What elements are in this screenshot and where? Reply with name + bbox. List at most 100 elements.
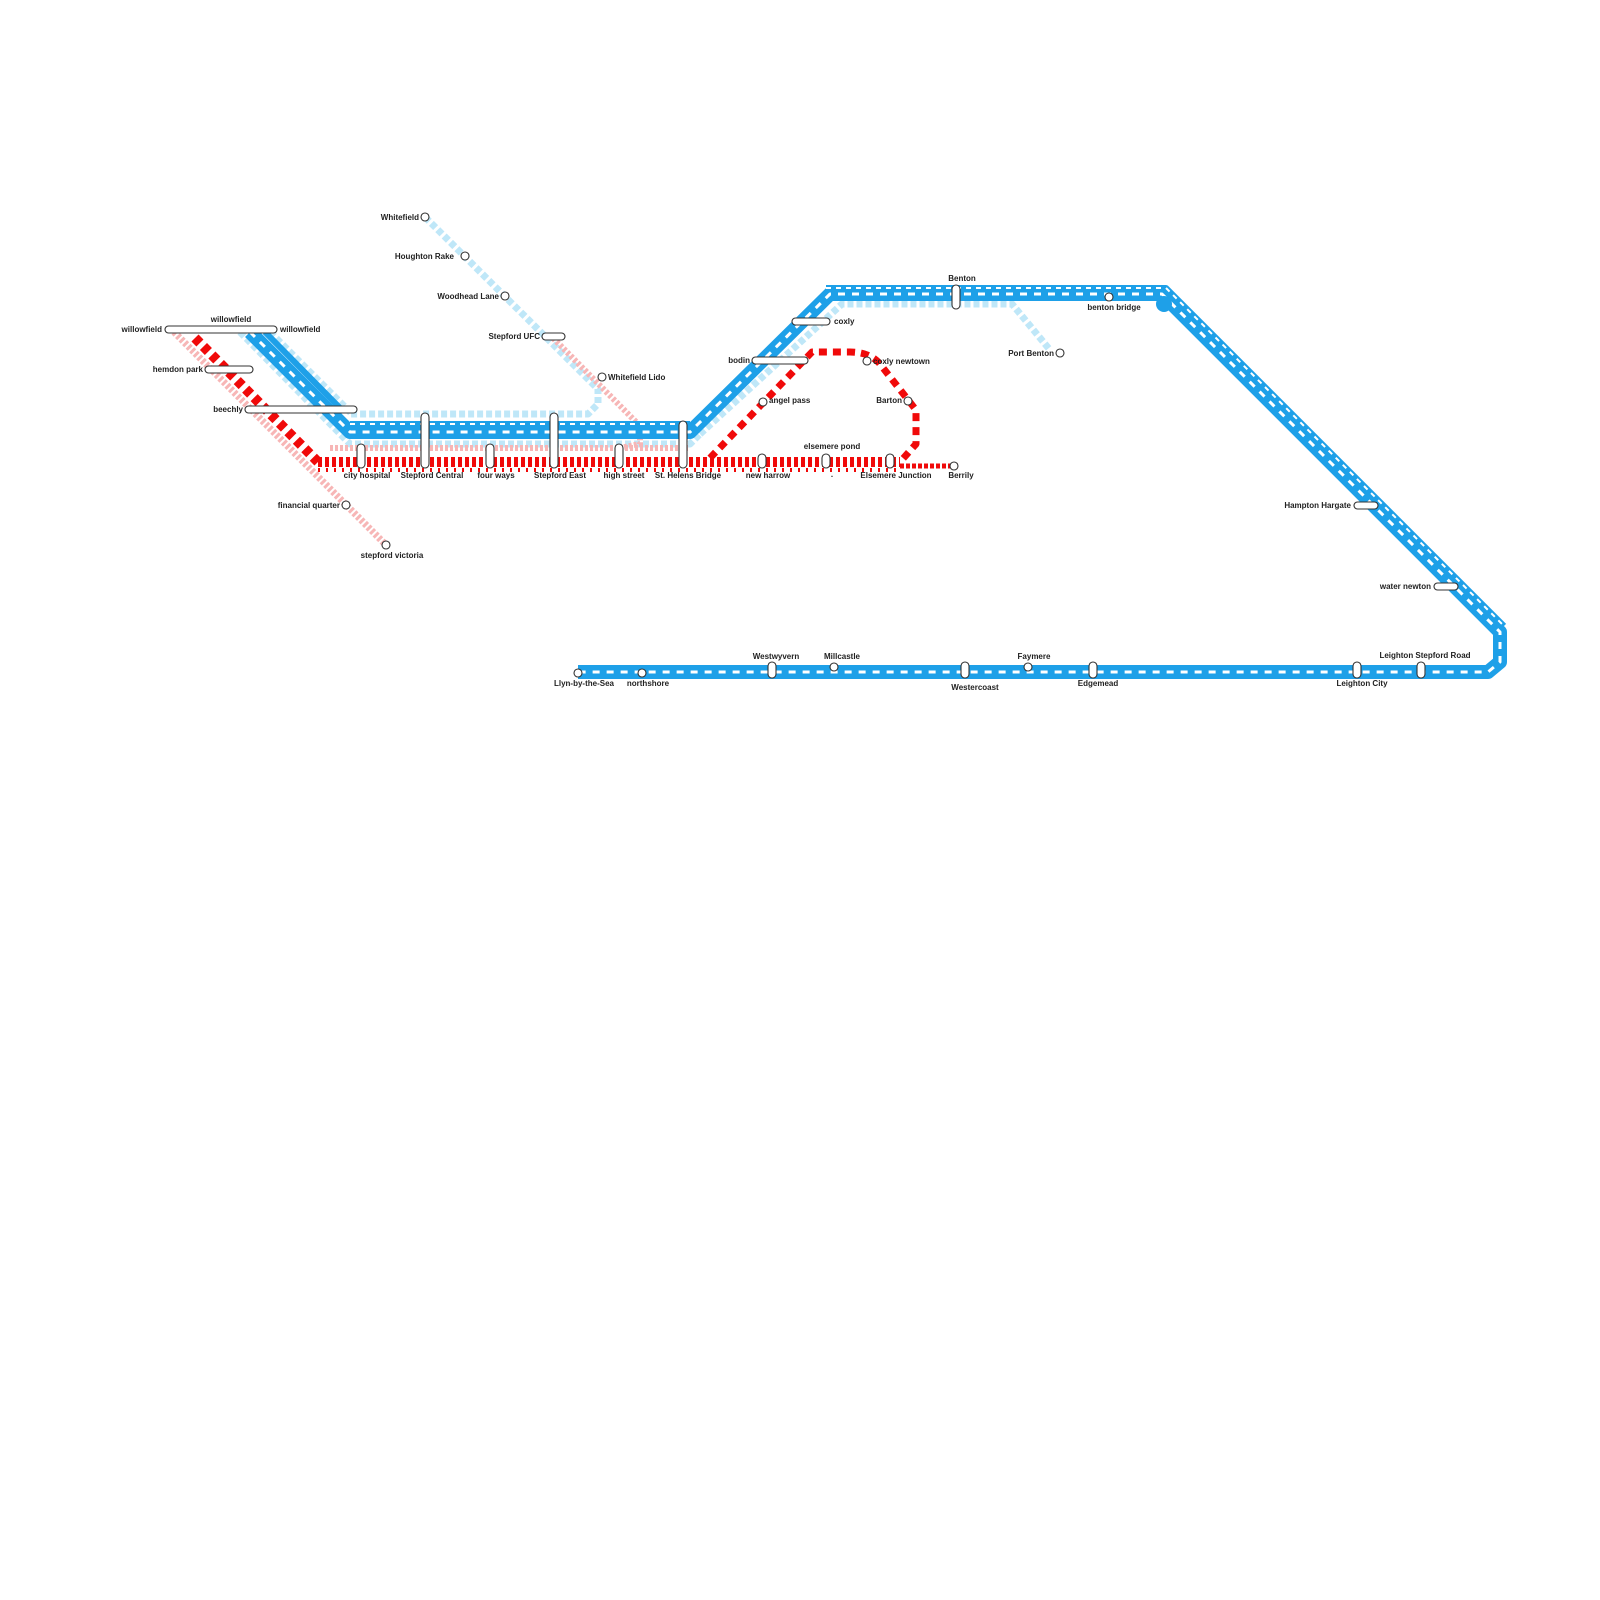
station-marker	[821, 453, 831, 469]
station-label: high street	[604, 471, 645, 480]
station-label: Leighton Stepford Road	[1379, 651, 1470, 660]
station-high-street[interactable]: high street	[604, 443, 645, 480]
station-marker	[1433, 582, 1459, 591]
station-stepford-ufc[interactable]: Stepford UFC	[488, 332, 566, 341]
station-marker	[500, 291, 510, 301]
station-woodhead-lane[interactable]: Woodhead Lane	[437, 291, 510, 301]
station-benton-bridge[interactable]: benton bridge	[1087, 292, 1141, 312]
station-beechly[interactable]: beechly	[213, 405, 358, 414]
station-berrily[interactable]: Berrily	[948, 461, 974, 480]
station-label: Whitefield	[381, 213, 419, 222]
station-angel-pass[interactable]: angel pass	[758, 396, 811, 407]
station-new-harrow[interactable]: new harrow	[746, 453, 791, 480]
station-label: Berrily	[948, 471, 974, 480]
station-westercoast[interactable]: Westercoast	[951, 661, 999, 692]
station-label-top: willowfield	[210, 315, 252, 324]
station-marker	[767, 661, 777, 679]
station-marker	[356, 443, 366, 469]
station-marker	[1352, 661, 1362, 679]
station-label: Llyn-by-the-Sea	[554, 679, 615, 688]
station-marker	[1353, 501, 1379, 510]
station-marker	[485, 443, 495, 469]
station-leighton-stepford-road[interactable]: Leighton Stepford Road	[1379, 651, 1471, 679]
station-marker	[420, 412, 430, 469]
station-leighton-city[interactable]: Leighton City	[1336, 661, 1388, 688]
station-label: financial quarter	[278, 501, 340, 510]
station-label: Elsemere Junction	[860, 471, 931, 480]
station-label: Edgemead	[1078, 679, 1119, 688]
station-bodin[interactable]: bodin	[728, 356, 809, 365]
station-financial-quarter[interactable]: financial quarter	[278, 500, 351, 510]
station-whitefield-lido[interactable]: Whitefield Lido	[597, 372, 665, 382]
station-elsemere-pond[interactable]: elsemere pond .	[804, 442, 861, 479]
station-marker	[960, 661, 970, 679]
station-elsemere-junction[interactable]: Elsemere Junction	[860, 453, 932, 480]
station-marker	[420, 212, 430, 222]
station-marker	[573, 668, 583, 678]
station-label: Leighton City	[1336, 679, 1388, 688]
station-coxly[interactable]: coxly	[791, 317, 855, 326]
station-edgemead[interactable]: Edgemead	[1078, 661, 1119, 688]
station-marker	[244, 405, 358, 414]
station-port-benton[interactable]: Port Benton	[1008, 348, 1065, 358]
station-label: Port Benton	[1008, 349, 1054, 358]
station-northshore[interactable]: northshore	[627, 668, 670, 688]
station-label: Millcastle	[824, 652, 861, 661]
station-marker	[549, 412, 559, 469]
station-water-newton[interactable]: water newton	[1379, 582, 1459, 591]
station-st-helens-bridge[interactable]: St. Helens Bridge	[655, 420, 722, 480]
station-houghton-rake[interactable]: Houghton Rake	[395, 251, 470, 261]
station-coxly-newtown[interactable]: coxly newtown	[862, 356, 930, 366]
station-faymere[interactable]: Faymere	[1018, 652, 1051, 672]
station-marker	[903, 396, 913, 406]
station-stepford-east[interactable]: Stepford East	[534, 412, 586, 480]
station-marker	[757, 453, 767, 469]
station-stepford-central[interactable]: Stepford Central	[401, 412, 464, 480]
station-marker	[164, 325, 278, 334]
station-label: Westwyvern	[753, 652, 800, 661]
station-marker	[541, 332, 566, 341]
light-blue-whitefield-branch	[350, 214, 602, 418]
station-label: Stepford Central	[401, 471, 464, 480]
station-label: Whitefield Lido	[608, 373, 665, 382]
station-label: Hampton Hargate	[1284, 501, 1351, 510]
station-label: coxly newtown	[873, 357, 930, 366]
station-willowfield-group[interactable]: willowfield willowfield willowfield	[121, 315, 321, 334]
station-marker	[1104, 292, 1114, 302]
station-benton[interactable]: Benton	[948, 274, 976, 310]
station-hampton-hargate[interactable]: Hampton Hargate	[1284, 501, 1379, 510]
station-label: new harrow	[746, 471, 791, 480]
station-four-ways[interactable]: four ways	[477, 443, 515, 480]
station-millcastle[interactable]: Millcastle	[824, 652, 861, 672]
station-barton[interactable]: Barton	[876, 396, 913, 406]
station-marker	[885, 453, 895, 469]
station-label: northshore	[627, 679, 670, 688]
station-label: benton bridge	[1087, 303, 1141, 312]
station-label: St. Helens Bridge	[655, 471, 722, 480]
station-marker	[637, 668, 647, 678]
light-blue-north-diagonal	[697, 300, 1053, 437]
station-whitefield[interactable]: Whitefield	[381, 212, 430, 222]
blue-willowfield-branch	[245, 287, 1507, 679]
station-llyn-by-the-sea[interactable]: Llyn-by-the-Sea	[554, 668, 615, 688]
station-hemdon-park[interactable]: hemdon park	[153, 365, 254, 374]
station-marker	[204, 365, 254, 374]
station-label: coxly	[834, 317, 855, 326]
stations: Whitefield Houghton Rake Woodhead Lane S…	[121, 212, 1471, 692]
station-westwyvern[interactable]: Westwyvern	[753, 652, 800, 679]
station-city-hospital[interactable]: city hospital	[344, 443, 391, 480]
blue-main-inner-dashes	[248, 292, 1502, 674]
red-willowfield-diagonal	[191, 334, 322, 466]
station-label: bodin	[728, 356, 750, 365]
station-label: Stepford UFC	[488, 332, 540, 341]
station-marker	[949, 461, 959, 471]
station-marker	[460, 251, 470, 261]
station-marker	[678, 420, 688, 469]
blue-main-line	[245, 285, 1507, 679]
station-label: angel pass	[769, 396, 811, 405]
station-label: stepford victoria	[361, 551, 424, 560]
station-label: Westercoast	[951, 683, 999, 692]
station-stepford-victoria[interactable]: stepford victoria	[361, 540, 424, 560]
station-marker	[381, 540, 391, 550]
